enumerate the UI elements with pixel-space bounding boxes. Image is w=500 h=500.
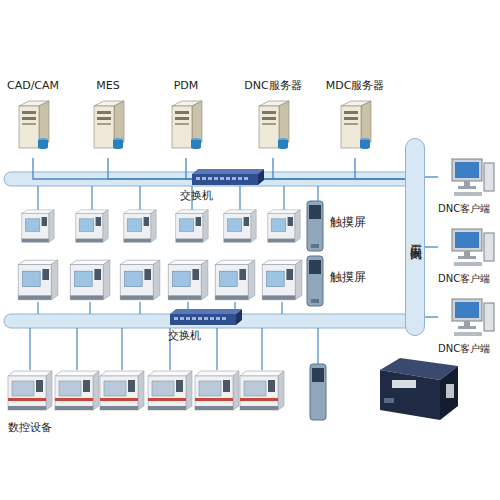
server-node: PDM [155, 80, 217, 158]
node-text: PDM [155, 80, 217, 93]
server-icon [253, 96, 293, 152]
node-text: DNC客户端 [438, 273, 490, 285]
node-text: CAD/CAM [2, 80, 64, 93]
switch-icon [192, 168, 264, 186]
ethernet-band: 工厂以太网 [405, 138, 425, 336]
bottom-bus-pipe [4, 314, 414, 328]
cnc-row [8, 371, 284, 410]
client-pc-icon [450, 227, 496, 269]
network-cable [273, 158, 405, 179]
server-icon [335, 96, 375, 152]
node-text: MES [77, 80, 139, 93]
client-pc-icon [450, 157, 496, 199]
switch-icon [170, 308, 242, 326]
node-text: DNC客户端 [438, 203, 490, 215]
network-cable [425, 316, 438, 317]
switch-node: 交换机 [180, 166, 266, 206]
server-icon [13, 96, 53, 152]
server-icon [166, 96, 206, 152]
machine-row-1 [22, 210, 300, 242]
client-pc-icon [450, 297, 496, 339]
node-text: 工厂以太网 [406, 139, 424, 335]
top-bus-pipe [4, 172, 414, 186]
touch-kiosk [310, 364, 326, 420]
touch-screen-node: 触摸屏 [300, 255, 372, 307]
machine-row-2 [18, 260, 302, 300]
touch-screen-icon [306, 200, 324, 252]
network-cable [425, 176, 438, 177]
node-text: DNC服务器 [240, 80, 306, 93]
client-node: DNC客户端 [438, 297, 498, 357]
node-text: DNC客户端 [438, 343, 490, 355]
network-cable [425, 246, 438, 247]
server-node: CAD/CAM [2, 80, 64, 158]
client-node: DNC客户端 [438, 157, 498, 217]
serial-server-device [380, 358, 458, 420]
server-icon [88, 96, 128, 152]
node-text: 触摸屏 [330, 216, 366, 230]
server-node: MDC服务器 [322, 80, 388, 158]
touch-screen-icon [306, 255, 324, 307]
node-text: 交换机 [180, 190, 213, 203]
touch-screen-node: 触摸屏 [300, 200, 372, 252]
node-text: 交换机 [168, 330, 201, 343]
drop-lines [30, 186, 318, 370]
device-label: 数控设备 [8, 420, 52, 435]
server-node: MES [77, 80, 139, 158]
switch-node: 交换机 [168, 306, 248, 346]
node-text: MDC服务器 [322, 80, 388, 93]
node-text: 触摸屏 [330, 271, 366, 285]
network-cable [355, 158, 405, 179]
server-node: DNC服务器 [240, 80, 306, 158]
client-node: DNC客户端 [438, 227, 498, 287]
